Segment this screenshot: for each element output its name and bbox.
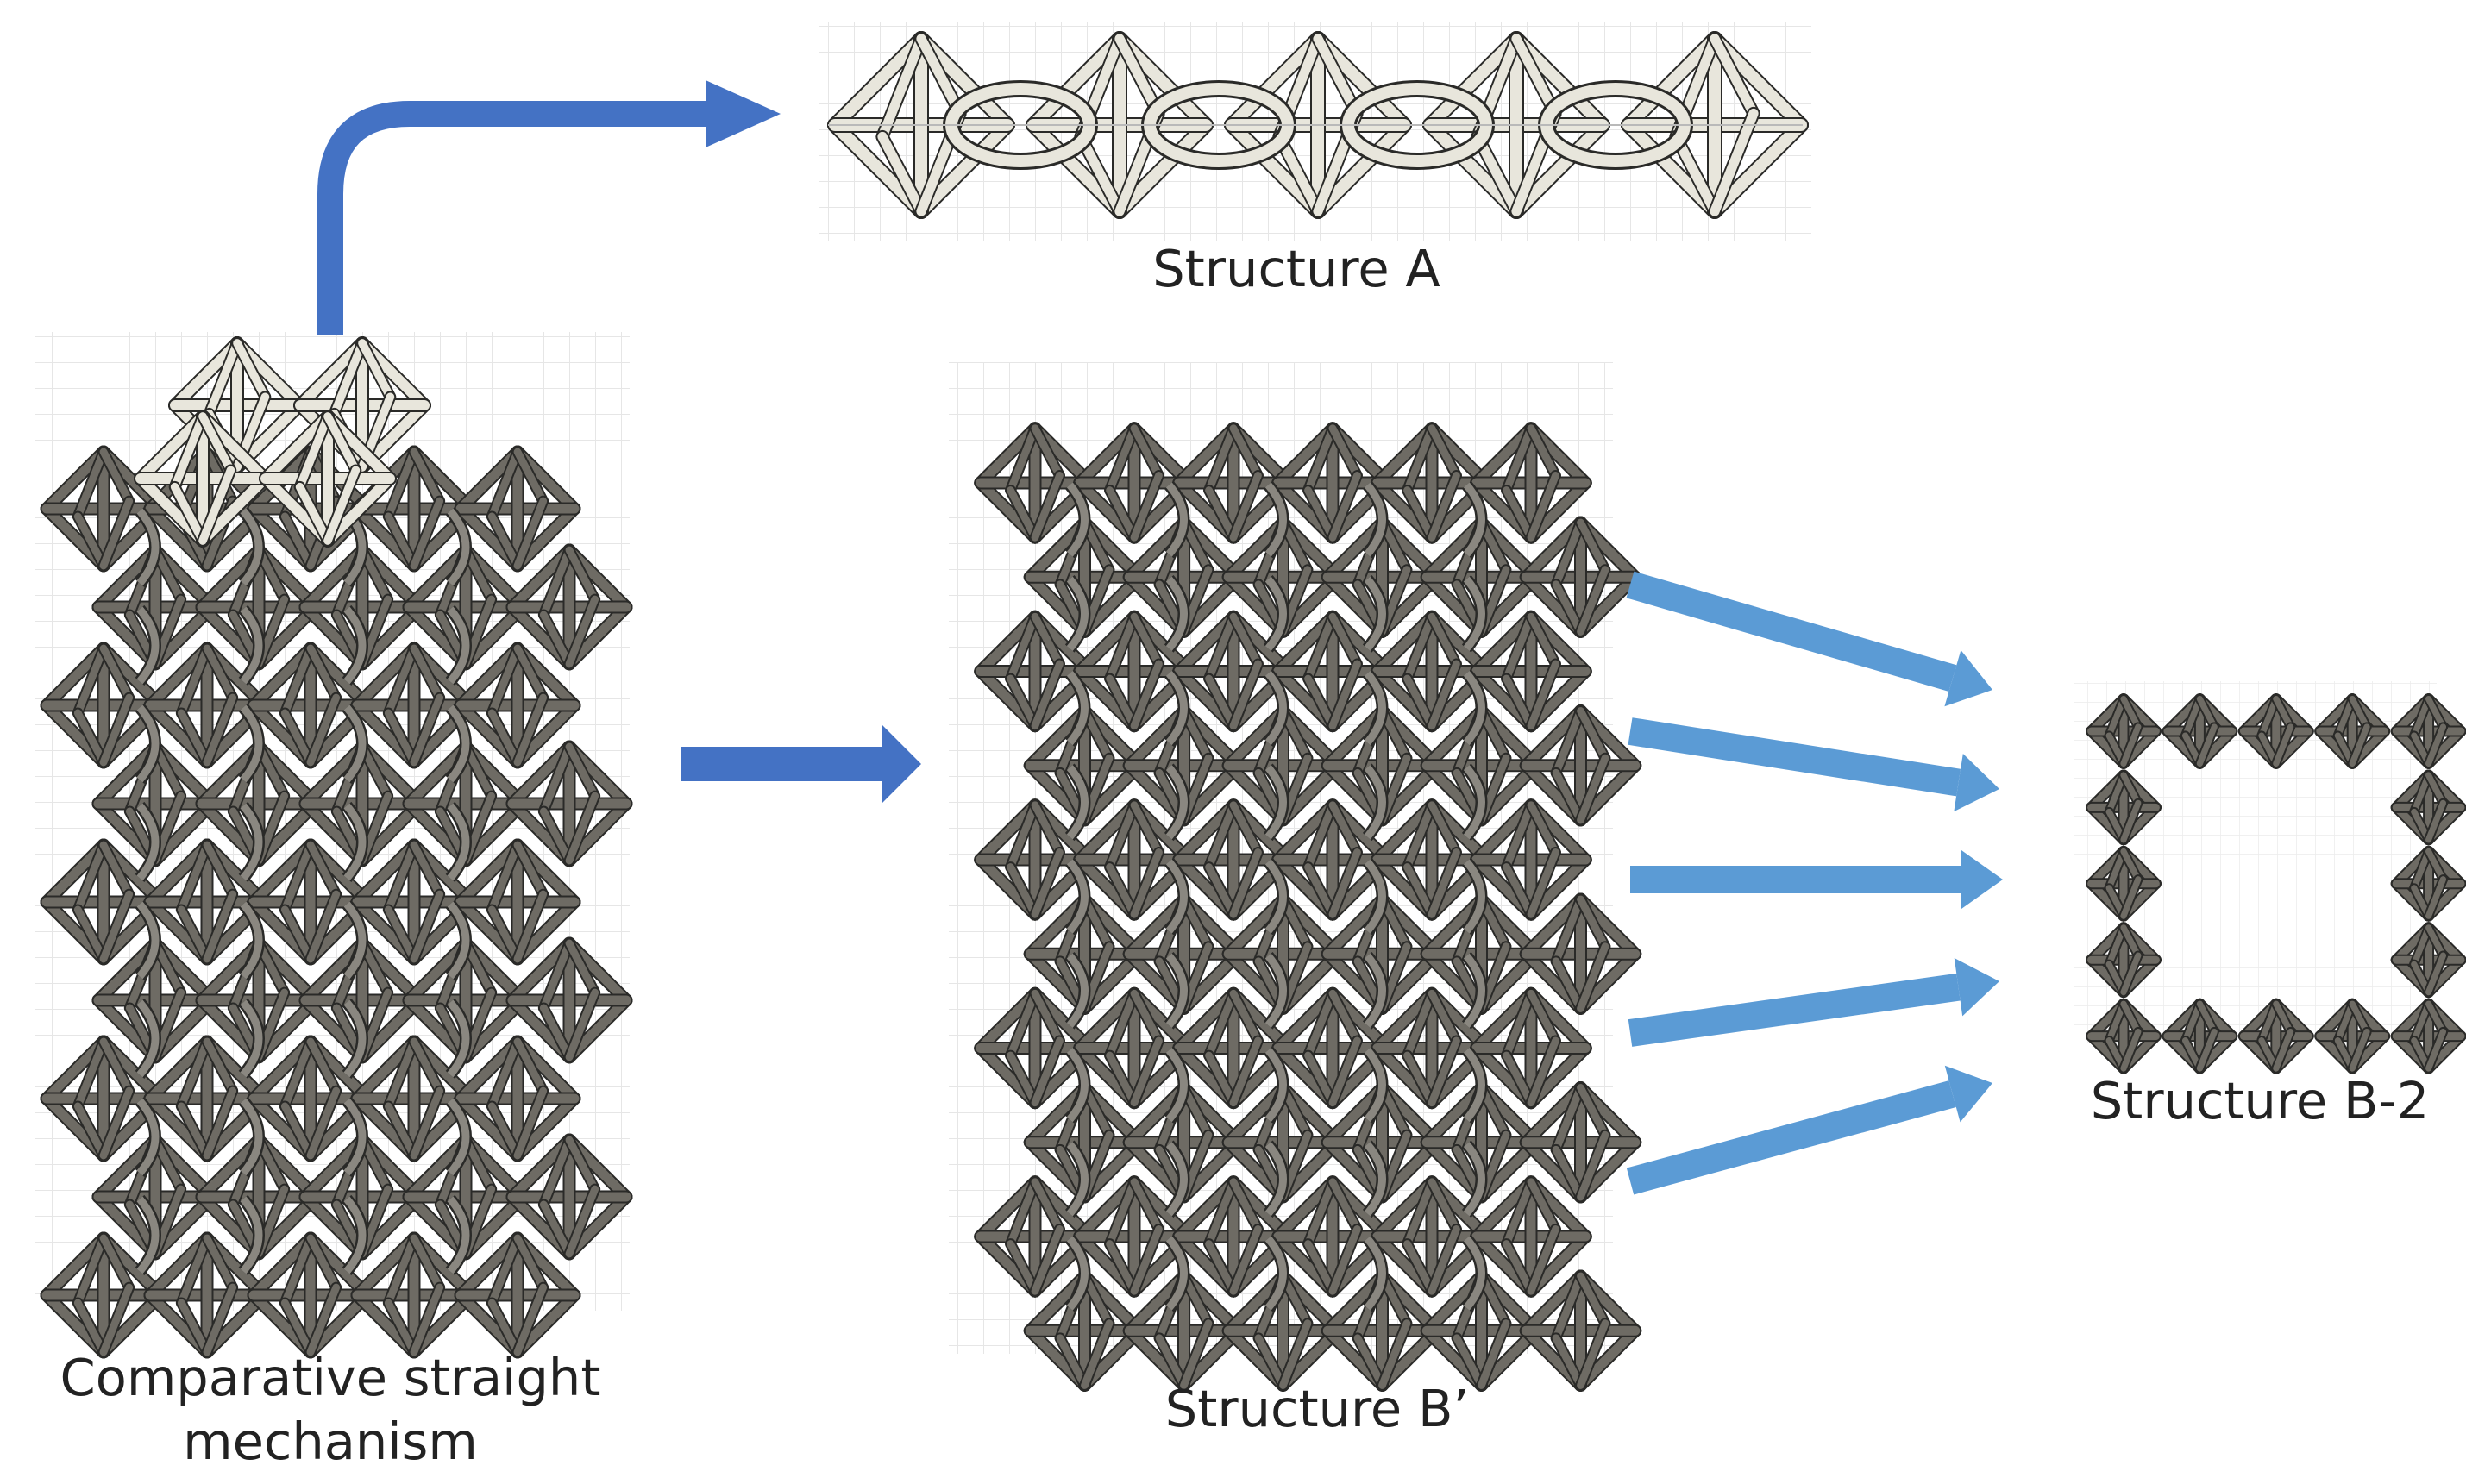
structure-a-lattice xyxy=(827,31,1809,219)
caption-structure-a: Structure A xyxy=(1152,239,1440,298)
fan-arrow-shaft xyxy=(1628,717,1961,797)
curved-arrow-to-structure-a xyxy=(317,101,707,335)
fan-arrows-to-structure-b2 xyxy=(1626,571,2003,1195)
caption-comparative-line1: Comparative straight xyxy=(60,1348,601,1407)
fan-arrow-head xyxy=(1944,649,1992,707)
fan-arrow-shaft xyxy=(1626,571,1957,692)
curved-arrow-head xyxy=(706,80,781,147)
arrow-to-structure-b-prime-shaft xyxy=(681,747,884,781)
caption-comparative-line2: mechanism xyxy=(183,1412,478,1471)
structure-b2-lattice xyxy=(2086,693,2466,1074)
fan-arrow-head xyxy=(1944,1065,1992,1123)
arrow-to-structure-b-prime-head xyxy=(882,724,921,804)
fan-arrow-shaft xyxy=(1626,1080,1956,1195)
arrows xyxy=(317,80,921,804)
fan-arrow-head xyxy=(1954,753,1999,812)
comparative-mechanism-lattice xyxy=(40,336,633,1359)
fan-arrow-head xyxy=(1954,957,1999,1017)
fan-arrow-shaft xyxy=(1628,973,1961,1047)
structure-b-prime-lattice xyxy=(974,422,1642,1392)
caption-structure-b2: Structure B-2 xyxy=(2091,1071,2430,1130)
fan-arrow-head xyxy=(1961,850,2003,909)
caption-structure-b-prime: Structure B’ xyxy=(1165,1379,1469,1438)
